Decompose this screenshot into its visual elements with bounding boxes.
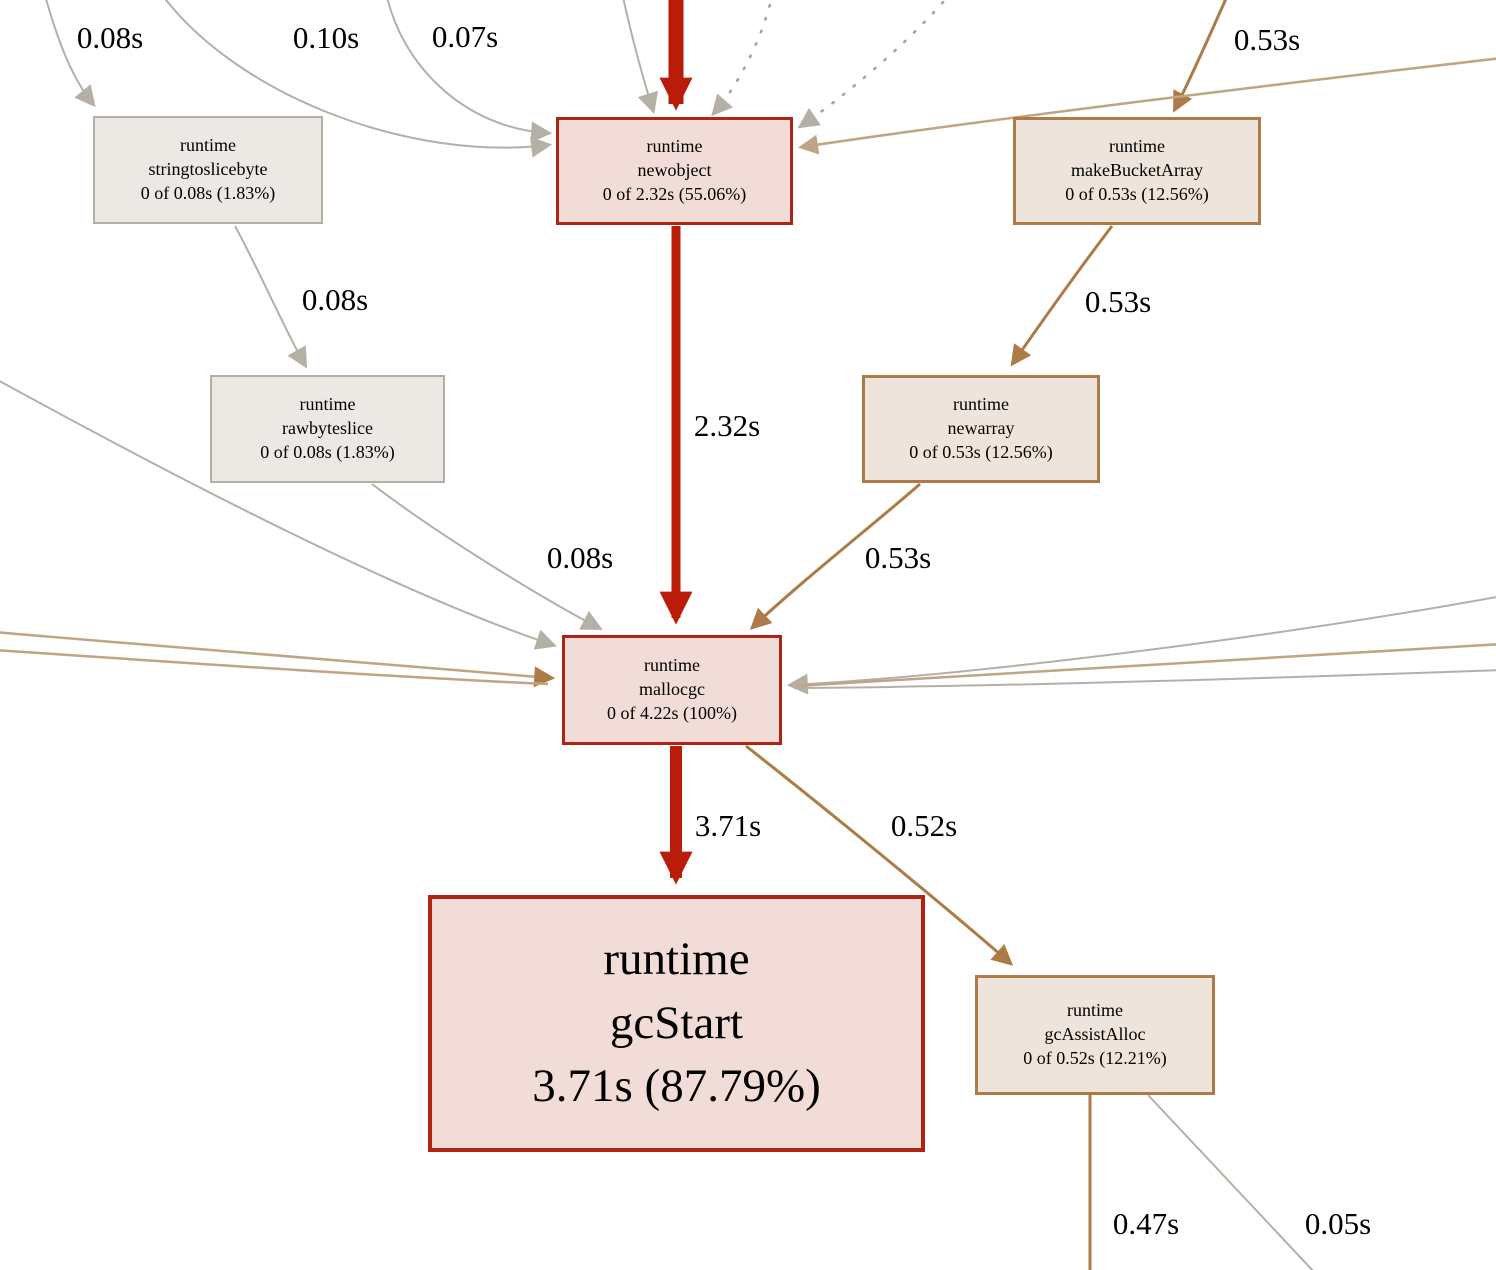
node-runtime-stringtoslicebyte[interactable]: runtime stringtoslicebyte 0 of 0.08s (1.…: [93, 116, 323, 224]
edge-label: 0.10s: [292, 20, 360, 55]
edge-top-to-newobject: [622, 0, 658, 115]
node-line: 0 of 4.22s (100%): [607, 702, 737, 723]
edge-gcassistalloc-005s: [1147, 1094, 1314, 1270]
edge-right-upper-mallocgc: [786, 596, 1496, 695]
node-line: runtime: [603, 932, 750, 985]
node-runtime-gcstart[interactable]: runtime gcStart 3.71s (87.79%): [428, 895, 925, 1152]
edge-right-newobject: [798, 57, 1496, 155]
node-line: makeBucketArray: [1071, 160, 1203, 181]
edge-left-parallel-1: [0, 631, 556, 688]
edge-label: 0.07s: [431, 19, 499, 54]
node-runtime-gcassistalloc[interactable]: runtime gcAssistAlloc 0 of 0.52s (12.21%…: [975, 975, 1215, 1095]
edge-label: 0.05s: [1304, 1206, 1372, 1241]
edge-dotted-right: [797, 0, 947, 129]
node-line: 0 of 0.52s (12.21%): [1023, 1047, 1167, 1068]
edge-007s-to-newobject: [386, 0, 553, 143]
node-runtime-makebucketarray[interactable]: runtime makeBucketArray 0 of 0.53s (12.5…: [1013, 117, 1261, 225]
node-line: 0 of 0.53s (12.56%): [1065, 183, 1209, 204]
edge-label: 0.53s: [1084, 284, 1152, 319]
node-line: runtime: [1109, 136, 1165, 157]
node-runtime-rawbyteslice[interactable]: runtime rawbyteslice 0 of 0.08s (1.83%): [210, 375, 445, 483]
edge-label: 0.08s: [76, 20, 144, 55]
edge-label: 0.08s: [301, 282, 369, 317]
edge-mallocgc-gcassistalloc: [745, 744, 1014, 966]
edge-right-lower-mallocgc: [793, 669, 1496, 689]
edge-left-parallel-2: [0, 649, 549, 686]
edge-right-tan-mallocgc: [795, 643, 1496, 688]
edge-farleft-mallocgc: [0, 380, 557, 650]
node-line: runtime: [299, 394, 356, 415]
edge-label: 3.71s: [694, 808, 762, 843]
node-line: runtime: [180, 135, 236, 156]
node-line: newobject: [637, 160, 712, 181]
node-line: runtime: [953, 394, 1009, 415]
edge-newarray-mallocgc: [749, 482, 921, 630]
edge-label: 2.32s: [693, 408, 761, 443]
node-line: 0 of 2.32s (55.06%): [602, 183, 747, 204]
node-line: newarray: [947, 418, 1015, 439]
node-runtime-mallocgc[interactable]: runtime mallocgc 0 of 4.22s (100%): [562, 635, 782, 745]
node-line: 0 of 0.08s (1.83%): [260, 441, 395, 462]
node-line: gcAssistAlloc: [1044, 1024, 1146, 1045]
node-runtime-newobject[interactable]: runtime newobject 0 of 2.32s (55.06%): [556, 117, 793, 225]
edge-stringtoslicebyte-rawbyteslice: [234, 225, 308, 369]
node-line: gcStart: [609, 996, 744, 1049]
edge-label: 0.47s: [1112, 1206, 1180, 1241]
edge-010s-to-newobject: [164, 0, 553, 158]
node-line: runtime: [1067, 1000, 1123, 1021]
edge-label: 0.53s: [1233, 22, 1301, 57]
node-line: runtime: [644, 655, 700, 676]
node-line: runtime: [646, 136, 703, 157]
node-line: rawbyteslice: [282, 418, 373, 439]
edge-label: 0.53s: [864, 540, 932, 575]
node-line: 0 of 0.53s (12.56%): [909, 441, 1053, 462]
node-line: stringtoslicebyte: [148, 159, 268, 180]
edge-label: 0.08s: [546, 540, 614, 575]
node-line: 3.71s (87.79%): [532, 1060, 821, 1113]
edge-to-stringtoslicebyte: [45, 0, 96, 108]
node-line: mallocgc: [639, 679, 705, 700]
edge-rawbyteslice-mallocgc: [371, 483, 603, 630]
edge-makebucketarray-newarray: [1010, 225, 1114, 367]
edge-dotted-left: [711, 0, 773, 117]
node-line: 0 of 0.08s (1.83%): [140, 182, 276, 203]
node-runtime-newarray[interactable]: runtime newarray 0 of 0.53s (12.56%): [862, 375, 1100, 483]
edge-label: 0.52s: [890, 808, 958, 843]
